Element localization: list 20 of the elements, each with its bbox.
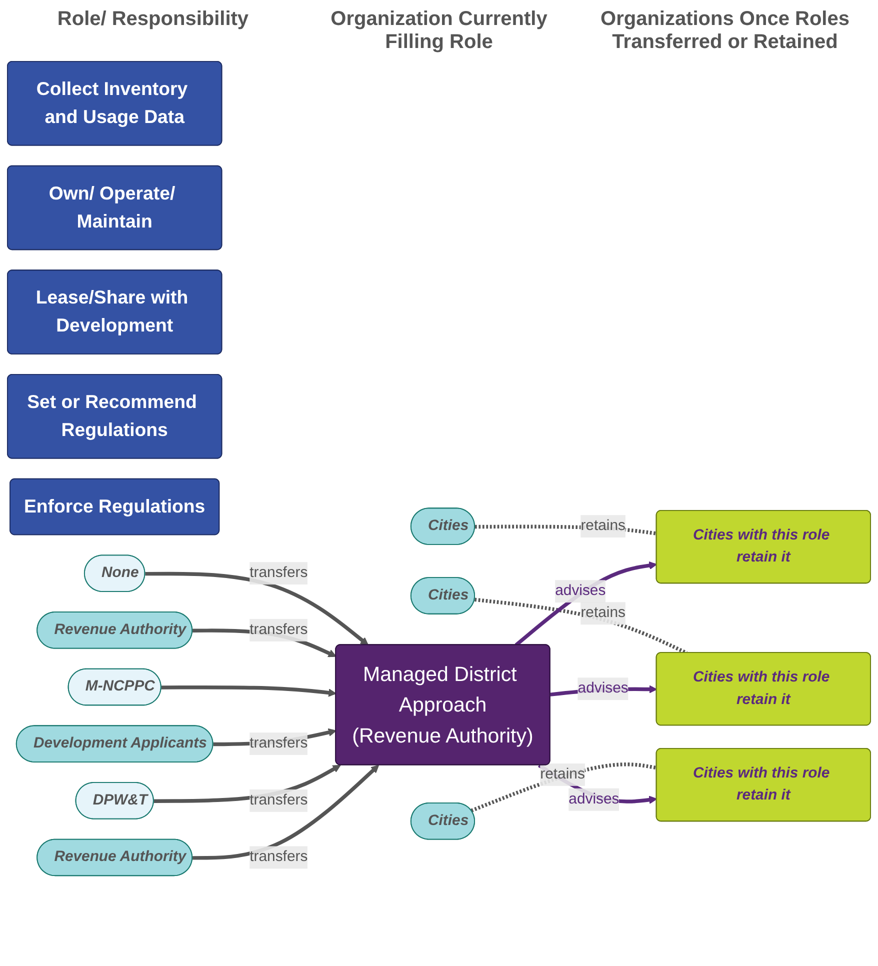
arrow (145, 572, 368, 646)
column-heading: Organization Currently Filling Role (330, 8, 548, 54)
edge-label: advises (568, 791, 620, 808)
edge-label: retains (580, 518, 626, 534)
column-heading: Organizations Once Roles Transferred or Retained (600, 8, 850, 54)
edge-label: transfers (250, 564, 308, 581)
edge-label: transfers (250, 735, 308, 752)
edge-label: advises (578, 680, 628, 696)
edge-label: retains (580, 605, 626, 621)
arrow (192, 764, 380, 860)
connector (474, 598, 688, 655)
edge-label: transfers (250, 792, 308, 808)
column-heading: Role/ Responsibility (56, 8, 250, 32)
connector (470, 762, 658, 812)
edge-label: transfers (250, 849, 308, 865)
arrow (161, 685, 336, 697)
edge-label: transfers (250, 622, 308, 638)
edge-label: retains (540, 766, 585, 782)
arrow (514, 561, 658, 646)
edge-label: advises (555, 582, 606, 599)
